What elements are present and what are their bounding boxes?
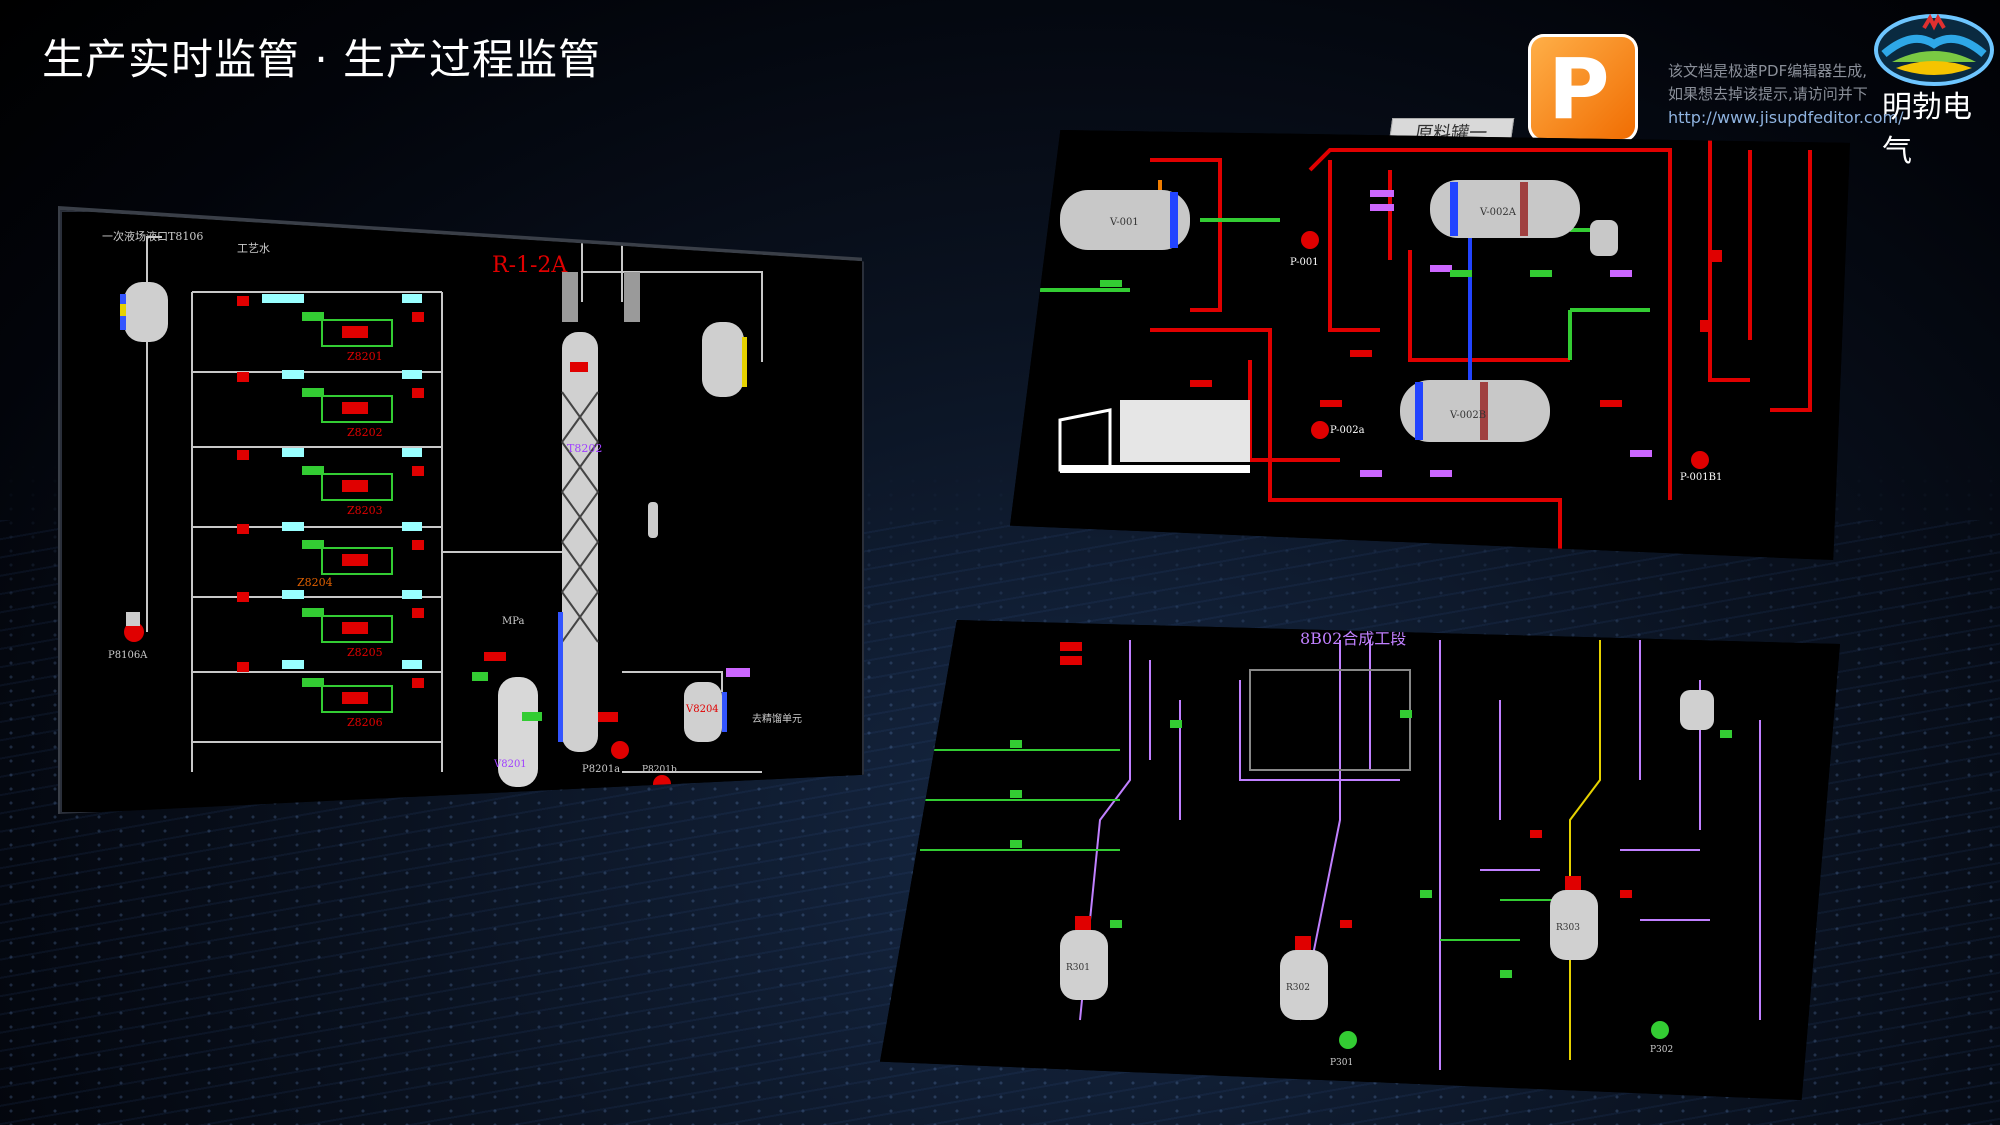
tank2-label: V8204 — [685, 704, 719, 715]
unit-label: MPa — [502, 616, 525, 627]
tank-c-icon: V-002B — [1400, 380, 1550, 442]
brand-name: 明勃电气 — [1882, 90, 1972, 169]
bottom-right-process-diagram: 8B02合成工段 R301 — [880, 620, 1840, 1100]
tank-b-label: V-002A — [1479, 207, 1517, 218]
pump-a-label: P-001 — [1290, 257, 1319, 268]
watermark-line1: 该文档是极速PDF编辑器生成, — [1668, 62, 1867, 80]
pump-b-icon — [1311, 421, 1329, 439]
reactor5-label: Z8205 — [347, 646, 383, 659]
tank2-icon — [684, 682, 722, 742]
reactor-c-label: R303 — [1556, 923, 1580, 933]
tag-boxes — [1100, 190, 1722, 477]
pump2-label: P8201a — [582, 764, 620, 775]
tank1-label: V8201 — [493, 759, 527, 770]
inlet-vessel-icon — [124, 282, 168, 342]
left-screen-title: R-1-2A — [492, 253, 568, 278]
left-pipes — [146, 232, 763, 773]
reactor6-label: Z8206 — [347, 716, 383, 729]
reactor-c-icon: R303 — [1550, 876, 1598, 960]
reactor4-label: Z8204 — [297, 576, 333, 589]
reactor-a-label: R301 — [1066, 963, 1090, 973]
reactor-a-icon: R301 — [1060, 916, 1108, 1000]
tank-a-label: V-001 — [1109, 217, 1139, 228]
reactor2-label: Z8202 — [347, 426, 383, 439]
distillation-tower-icon: T8202 — [558, 332, 618, 752]
bottom-tag-boxes — [1010, 710, 1732, 978]
tank-a-icon: V-001 — [1060, 190, 1190, 250]
pump-icon — [124, 622, 144, 642]
pump-c-icon — [1691, 451, 1709, 469]
tanker-truck-icon — [1058, 400, 1250, 473]
reactor3-label: Z8203 — [347, 504, 383, 517]
left-process-diagram: R-1-2A 一次液场液口T8106 工艺水 — [62, 212, 862, 812]
tank1-icon — [498, 677, 538, 787]
top-right-process-screen[interactable]: V-001 V-002A V-002B P-001 P-002a P-001B1 — [1010, 130, 1850, 560]
top-right-pipes — [1040, 140, 1812, 550]
outlet-label: 去精馏单元 — [752, 712, 802, 725]
tank-c-label: V-002B — [1449, 410, 1486, 421]
bottom-pump-b-label: P302 — [1650, 1045, 1673, 1055]
bottom-pump-a-label: P301 — [1330, 1058, 1353, 1068]
right-vessel-icon — [702, 322, 744, 397]
tank-b-icon: V-002A — [1430, 180, 1580, 238]
bottom-right-title: 8B02合成工段 — [1300, 629, 1406, 648]
reactor-b-label: R302 — [1286, 983, 1310, 993]
pump-label: P8106A — [108, 650, 148, 661]
watermark: 该文档是极速PDF编辑器生成, 如果想去掉该提示,请访问并下 http://ww… — [1668, 60, 1903, 129]
pump-a-icon — [1339, 1031, 1357, 1049]
page-title: 生产实时监管 · 生产过程监管 — [42, 35, 602, 84]
pump-a-icon — [1301, 231, 1319, 249]
reactor-rows: Z8201 Z8202 Z8203 — [237, 294, 424, 729]
top-right-process-diagram: V-001 V-002A V-002B P-001 P-002a P-001B1 — [1010, 130, 1850, 560]
pump-b-icon — [1651, 1021, 1669, 1039]
process-label: 工艺水 — [237, 242, 270, 255]
pdf-editor-logo: P — [1528, 34, 1638, 142]
pump-c-label: P-001B1 — [1680, 472, 1722, 483]
left-process-screen[interactable]: R-1-2A 一次液场液口T8106 工艺水 — [60, 210, 864, 814]
pump-b-label: P-002a — [1330, 425, 1365, 436]
bottom-right-pipes — [920, 640, 1761, 1070]
watermark-url[interactable]: http://www.jisupdfeditor.com/ — [1668, 108, 1904, 127]
reactor-b-icon: R302 — [1280, 936, 1328, 1020]
tower-label: T8202 — [567, 442, 602, 455]
reactor1-label: Z8201 — [347, 350, 383, 363]
pump3-label: P8201b — [642, 765, 677, 775]
watermark-line2: 如果想去掉该提示,请访问并下 — [1668, 85, 1868, 103]
bottom-right-process-screen[interactable]: 8B02合成工段 R301 — [880, 620, 1840, 1100]
brand-logo-icon — [1874, 13, 1994, 86]
